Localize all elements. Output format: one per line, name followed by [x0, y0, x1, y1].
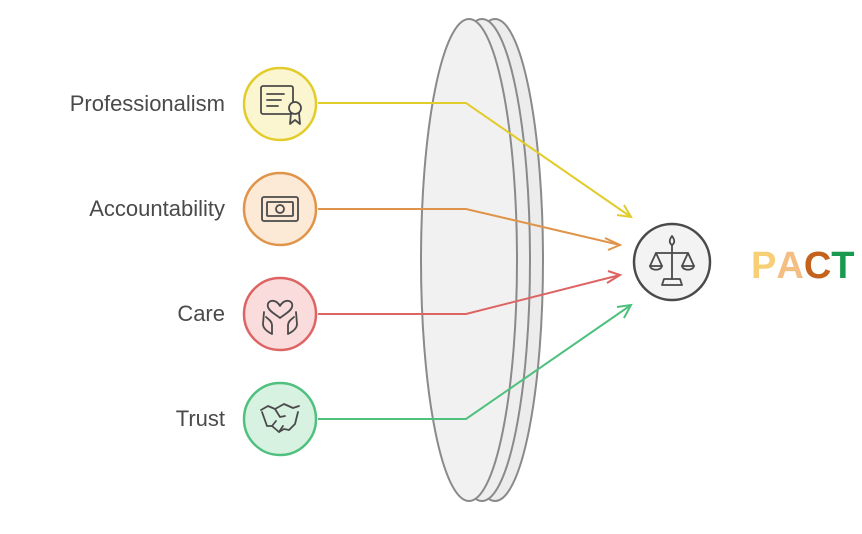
connectors — [318, 102, 633, 420]
acronym-letter-c: C — [803, 245, 832, 287]
label-trust: Trust — [175, 406, 225, 431]
arrowhead-professionalism — [616, 204, 633, 219]
lens — [420, 18, 544, 502]
circle-professionalism — [242, 66, 318, 142]
item-circles — [242, 66, 318, 457]
money-bill-icon — [261, 196, 299, 222]
acronym-title: PACT — [751, 244, 854, 288]
arrowhead-trust — [616, 303, 633, 319]
connector-accountability — [318, 208, 621, 246]
certificate-icon — [260, 85, 302, 125]
hub — [632, 222, 712, 302]
arrowhead-accountability — [604, 237, 623, 251]
arrowhead-care — [606, 270, 623, 284]
connector-care — [318, 274, 621, 315]
circle-care — [242, 276, 318, 352]
label-care: Care — [177, 301, 225, 326]
lens-front — [420, 18, 518, 502]
acronym-letter-p: P — [751, 245, 777, 287]
label-accountability: Accountability — [89, 196, 225, 221]
label-professionalism: Professionalism — [69, 91, 225, 116]
connector-professionalism — [318, 102, 632, 218]
balance-scale-icon — [649, 235, 695, 286]
handshake-icon — [260, 403, 300, 433]
heart-hands-icon — [262, 299, 298, 335]
circle-trust — [242, 381, 318, 457]
acronym-letter-a: A — [776, 245, 804, 287]
connector-trust — [318, 304, 632, 420]
circle-accountability — [242, 171, 318, 247]
acronym-letter-t: T — [831, 245, 855, 287]
